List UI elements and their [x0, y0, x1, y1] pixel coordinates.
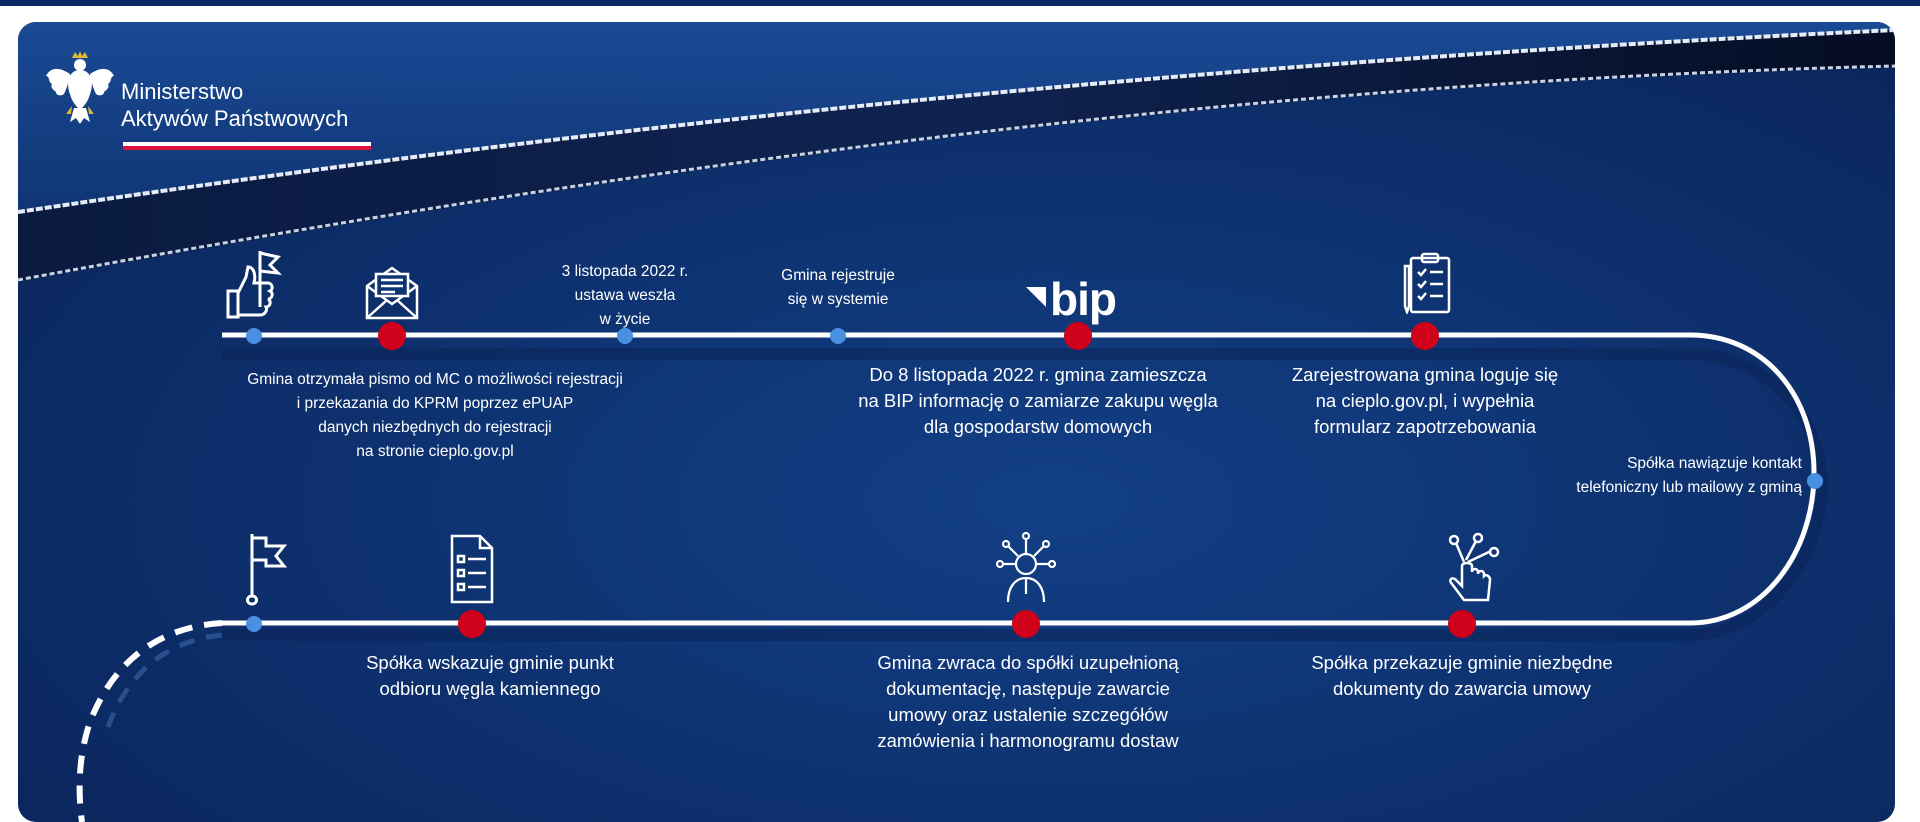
step-return-documents-line4: zamówienia i harmonogramu dostaw: [877, 730, 1179, 751]
infographic-card: Ministerstwo Aktywów Państwowych: [18, 22, 1895, 822]
ministry-name-line1: Ministerstwo: [121, 79, 244, 104]
step-login-form-line3: formularz zapotrzebowania: [1313, 416, 1537, 437]
step-contact-line2: telefoniczny lub mailowy z gminą: [1576, 479, 1802, 496]
decorative-swoosh: [18, 22, 1895, 282]
dot-return: [1012, 610, 1040, 638]
step-law-in-force-line2: ustawa weszła: [574, 287, 676, 304]
step-receive-letter-line4: na stronie cieplo.gov.pl: [356, 443, 514, 460]
eagle-emblem-icon: [46, 51, 114, 124]
step-send-documents: Spółka przekazuje gminie niezbędne dokum…: [1272, 650, 1652, 702]
step-receive-letter-line3: danych niezbędnych do rejestracji: [318, 419, 552, 436]
step-bip-publish-line2: na BIP informację o zamiarze zakupu węgl…: [858, 390, 1218, 411]
step-send-documents-line1: Spółka przekazuje gminie niezbędne: [1311, 652, 1613, 673]
polish-flag-bar: [123, 142, 371, 150]
step-contact: Spółka nawiązuje kontakt telefoniczny lu…: [1544, 452, 1802, 500]
ministry-logo: Ministerstwo Aktywów Państwowych: [44, 48, 384, 150]
step-return-documents-line1: Gmina zwraca do spółki uzupełnioną: [877, 652, 1179, 673]
step-receive-letter: Gmina otrzymała pismo od MC o możliwości…: [229, 368, 641, 464]
ministry-name-line2: Aktywów Państwowych: [121, 106, 349, 131]
dot-step1: [246, 328, 262, 344]
touch-hand-icon: [1448, 532, 1500, 602]
dot-contact: [1807, 473, 1823, 489]
envelope-icon: [365, 266, 419, 320]
step-law-in-force: 3 listopada 2022 r. ustawa weszła w życi…: [545, 260, 705, 332]
dot-register: [830, 328, 846, 344]
step-return-documents-line2: dokumentację, następuje zawarcie: [886, 678, 1170, 699]
thumbs-up-flag-icon: [226, 251, 283, 319]
flag-icon: [246, 534, 288, 606]
dot-login: [1411, 322, 1439, 350]
timeline-path: [76, 322, 1829, 822]
step-pickup-point-line1: Spółka wskazuje gminie punkt: [366, 652, 614, 673]
dot-start: [246, 616, 262, 632]
step-pickup-point: Spółka wskazuje gminie punkt odbioru węg…: [350, 650, 630, 702]
step-receive-letter-line2: i przekazania do KPRM poprzez ePUAP: [296, 395, 574, 412]
step-return-documents: Gmina zwraca do spółki uzupełnioną dokum…: [848, 650, 1208, 754]
dot-date: [617, 328, 633, 344]
step-send-documents-line2: dokumenty do zawarcia umowy: [1332, 678, 1592, 699]
bip-logo: bip: [1026, 276, 1117, 322]
step-receive-letter-line1: Gmina otrzymała pismo od MC o możliwości…: [247, 371, 623, 388]
step-bip-publish-line1: Do 8 listopada 2022 r. gmina zamieszcza: [869, 364, 1207, 385]
step-contact-line1: Spółka nawiązuje kontakt: [1627, 455, 1802, 472]
step-login-form-line1: Zarejestrowana gmina loguje się: [1291, 364, 1559, 385]
top-bar: [0, 0, 1920, 6]
person-network-icon: [996, 532, 1056, 603]
clipboard-checklist-icon: [1403, 252, 1451, 314]
step-register: Gmina rejestruje się w systemie: [758, 264, 918, 312]
step-law-in-force-line1: 3 listopada 2022 r.: [561, 263, 689, 280]
step-login-form: Zarejestrowana gmina loguje się na ciepl…: [1270, 362, 1580, 440]
step-return-documents-line3: umowy oraz ustalenie szczegółów: [888, 704, 1168, 725]
dot-pickup: [458, 610, 486, 638]
step-bip-publish-line3: dla gospodarstw domowych: [923, 416, 1153, 437]
step-register-line1: Gmina rejestruje: [781, 267, 895, 284]
dot-bip: [1064, 322, 1092, 350]
step-register-line2: się w systemie: [787, 291, 889, 308]
step-law-in-force-line3: w życie: [599, 311, 651, 328]
document-list-icon: [450, 534, 494, 604]
step-bip-publish: Do 8 listopada 2022 r. gmina zamieszcza …: [858, 362, 1218, 440]
step-pickup-point-line2: odbioru węgla kamiennego: [379, 678, 601, 699]
step-login-form-line2: na cieplo.gov.pl, i wypełnia: [1315, 390, 1535, 411]
dot-step2: [378, 322, 406, 350]
dot-docs: [1448, 610, 1476, 638]
